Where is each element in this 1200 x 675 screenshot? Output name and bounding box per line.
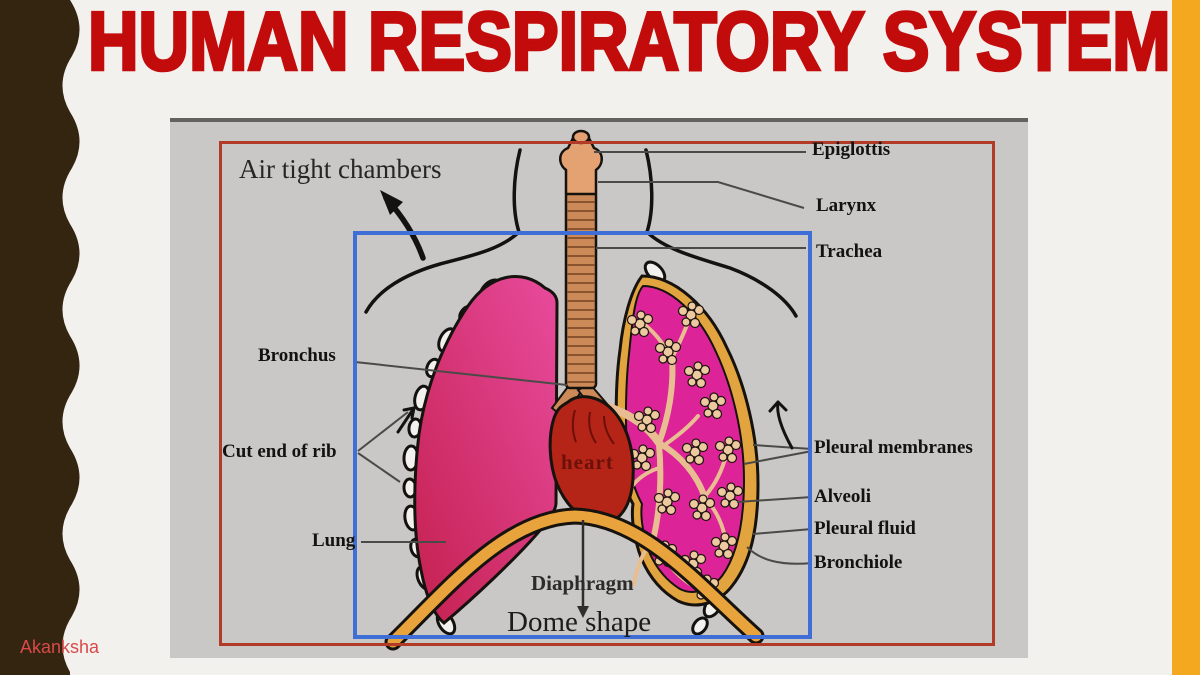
arrowhead [380, 190, 403, 215]
image-top-edge [170, 118, 1028, 122]
blue-highlight-frame [353, 231, 812, 639]
neck-shoulder-outline [364, 148, 798, 318]
label-air-tight-chambers: Air tight chambers [239, 154, 442, 184]
respiratory-diagram-image: Air tight chambers Epiglottis Larynx Tra… [170, 118, 1028, 658]
author-signature: Akanksha [20, 637, 100, 657]
anatomy-illustration [354, 129, 813, 651]
diaphragm-dome [384, 507, 765, 651]
diaphragm-pointer [577, 520, 589, 618]
brown-wave-shape [0, 0, 80, 675]
label-bronchiole: Bronchiole [814, 552, 903, 573]
label-cut-end-of-rib: Cut end of rib [222, 441, 337, 462]
brown-wave-band [0, 0, 80, 675]
label-diaphragm: Diaphragm [531, 571, 634, 595]
orange-side-stripe [1172, 0, 1200, 675]
label-larynx: Larynx [816, 195, 877, 216]
label-epiglottis: Epiglottis [812, 139, 891, 160]
label-pleural-fluid: Pleural fluid [814, 518, 916, 539]
label-heart: heart [561, 450, 614, 474]
leader-lines [354, 151, 813, 565]
label-pleural-membranes: Pleural membranes [814, 437, 973, 458]
label-dome-shape: Dome shape [507, 606, 652, 638]
air-flow-arrows [380, 190, 794, 450]
label-lung: Lung [312, 530, 356, 551]
label-bronchus: Bronchus [258, 345, 336, 366]
page-title: HUMAN RESPIRATORY SYSTEM [87, 0, 1173, 89]
red-annotation-frame [219, 141, 995, 646]
label-trachea: Trachea [816, 241, 883, 262]
larynx [559, 129, 603, 196]
label-alveoli: Alveoli [814, 486, 871, 507]
